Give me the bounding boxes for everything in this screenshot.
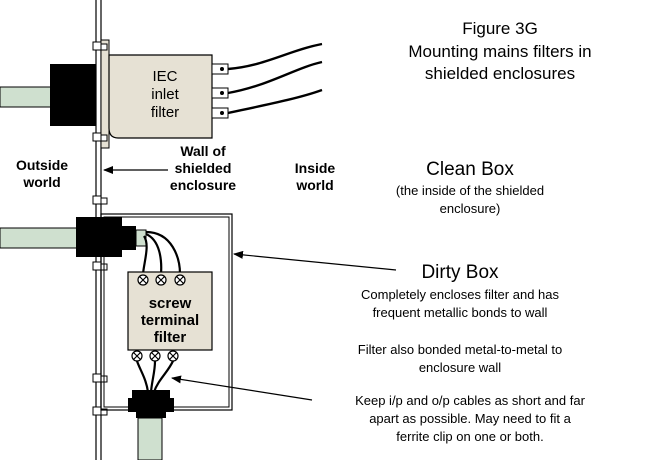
dirty-box-title: Dirty Box bbox=[421, 262, 499, 283]
top-screw-terminals bbox=[137, 274, 186, 286]
cable-note-arrow bbox=[171, 375, 313, 401]
iec-flange bbox=[100, 39, 110, 149]
output-gland-top bbox=[132, 390, 170, 398]
output-cable bbox=[137, 417, 163, 460]
iec-terminal-tabs bbox=[211, 63, 229, 119]
input-wires bbox=[141, 230, 182, 275]
outside-world-line2: world bbox=[23, 174, 61, 190]
clean-box-desc-line1: (the inside of the shielded bbox=[395, 183, 545, 198]
bottom-screw-terminals bbox=[131, 350, 179, 362]
iec-label-line2: inlet bbox=[151, 86, 179, 103]
output-wires bbox=[135, 360, 175, 393]
clean-box-title: Clean Box bbox=[426, 159, 514, 180]
clean-box-desc-line2: enclosure) bbox=[439, 201, 501, 216]
outside-cable-top bbox=[0, 86, 53, 108]
inside-world-line1: Inside bbox=[294, 160, 336, 176]
input-gland-nut bbox=[122, 226, 136, 250]
outside-cable-bottom bbox=[0, 227, 79, 249]
wall-label-line3: enclosure bbox=[169, 177, 237, 193]
cable-note-line2: apart as possible. May need to fit a bbox=[369, 411, 571, 426]
figure-title-line2: shielded enclosures bbox=[424, 64, 576, 83]
iec-filter-body bbox=[108, 54, 213, 139]
input-gland bbox=[76, 217, 122, 257]
outside-world-line1: Outside bbox=[15, 157, 69, 173]
bond-note-line1: Filter also bonded metal-to-metal to bbox=[357, 342, 563, 357]
iec-label-line3: filter bbox=[150, 104, 180, 121]
screw-filter-label-line3: filter bbox=[153, 329, 187, 346]
dirty-box-desc-line1: Completely encloses filter and has bbox=[361, 287, 559, 302]
cable-note-line1: Keep i/p and o/p cables as short and far bbox=[355, 393, 585, 408]
output-gland-plate bbox=[128, 398, 174, 412]
bond-note-line2: enclosure wall bbox=[418, 360, 502, 375]
screw-filter-label-line2: terminal bbox=[140, 312, 200, 329]
figure-title-line1: Mounting mains filters in bbox=[408, 42, 592, 61]
iec-output-wires bbox=[227, 42, 323, 115]
iec-label-line1: IEC bbox=[152, 68, 178, 85]
dirty-box-desc-line2: frequent metallic bonds to wall bbox=[372, 305, 548, 320]
cable-note-line3: ferrite clip on one or both. bbox=[396, 429, 544, 444]
figure-number: Figure 3G bbox=[462, 19, 538, 38]
inside-world-line2: world bbox=[296, 177, 334, 193]
iec-plug-body bbox=[50, 64, 96, 126]
wall-label-line2: shielded bbox=[174, 160, 232, 176]
dirty-box-arrow bbox=[233, 250, 397, 271]
output-gland-bottom bbox=[136, 412, 166, 418]
wall-label-line1: Wall of bbox=[180, 143, 226, 159]
screw-filter-label-line1: screw bbox=[148, 295, 192, 312]
